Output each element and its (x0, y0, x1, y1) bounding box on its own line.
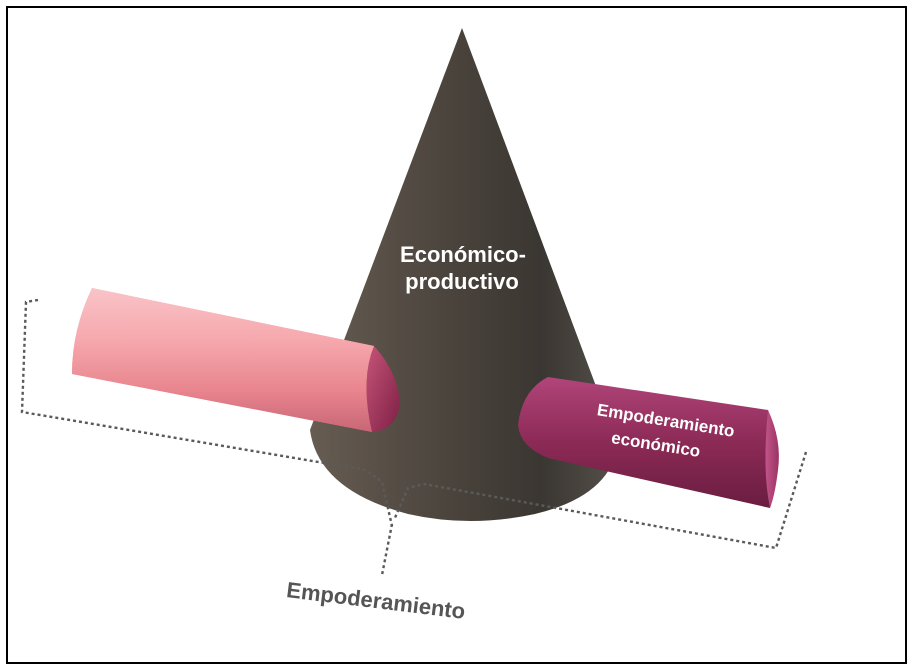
bracket-label: Empoderamiento (285, 577, 466, 624)
cone-label-line1: Económico- (400, 242, 526, 267)
bracket-stem (380, 523, 394, 576)
left-pink-cylinder (72, 288, 400, 432)
bracket-right (392, 451, 808, 550)
cone-label-line2: productivo (405, 269, 519, 294)
bracket-left (20, 298, 394, 527)
right-maroon-cylinder (518, 377, 779, 508)
